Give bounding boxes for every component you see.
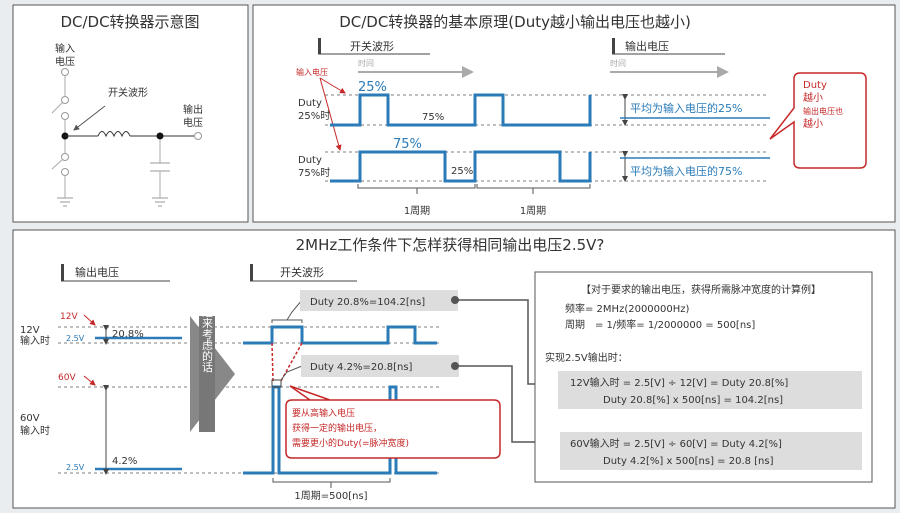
circuit-panel: DC/DC转换器示意图 输入 电压 [12,4,249,223]
input-voltage-label: 输入电压 [296,67,328,77]
12v-input-desc: 12V [20,325,40,336]
duty75-label-2: 75%时 [298,167,330,179]
60v-output-label: 2.5V [66,463,85,472]
section-switch-waveform: 开关波形 [350,39,394,53]
pulse-callout-line-3: 需要更小的Duty(=脉冲宽度) [292,437,409,449]
12v-input-desc-2: 输入时 [20,334,50,347]
12v-output-label: 2.5V [66,334,85,343]
60v-input-desc: 60V [20,413,40,424]
callout-line-1: Duty [803,80,827,91]
time-label-output: 时间 [610,58,626,68]
circuit-schematic [51,68,202,207]
section-output-voltage: 输出电压 [625,39,669,53]
calc-12v-line-2: Duty 20.8[%] x 500[ns] = 104.2[ns] [603,395,783,406]
waveform-duty25 [330,93,592,127]
60v-input-label: 60V [58,373,76,383]
60v-input-desc-2: 输入时 [20,424,50,437]
circuit-title: DC/DC转换器示意图 [60,13,199,31]
duty25-off: 75% [422,112,444,123]
duty-12v-text: Duty 20.8%=104.2[ns] [310,297,425,308]
principle-title: DC/DC转换器的基本原理(Duty越小输出电压也越小) [339,13,691,31]
duty-callout: Duty 越小 输出电压也 越小 [769,72,867,169]
avg75-text: 平均为输入电压的75% [630,164,742,178]
input-voltage-label: 输入 [55,42,75,55]
waveform-12v [243,325,437,345]
duty25-label: Duty [298,98,322,109]
section-output-voltage-2: 输出电压 [75,265,119,279]
duty-60v-box [301,355,459,377]
duty25-label-2: 25%时 [298,110,330,122]
section-switch-waveform-2: 开关波形 [280,265,324,279]
12v-input-label: 12V [60,312,78,322]
callout-line-4: 越小 [803,117,823,130]
period-label-2: 1周期 [520,205,546,217]
calc-12v-line-1: 12V输入时 = 2.5[V] ÷ 12[V] = Duty 20.8[%] [570,376,788,389]
calc-60v-line-1: 60V输入时 = 2.5[V] ÷ 60[V] = Duty 4.2[%] [570,437,782,450]
duty-60v-text: Duty 4.2%=20.8[ns] [310,362,413,373]
pulse-callout-line-2: 获得一定的输出电压， [292,422,382,434]
avg25-text: 平均为输入电压的25% [630,101,742,115]
calc-frequency: 频率= 2MHz(2000000Hz) [565,302,690,315]
callout-line-3: 输出电压也 [803,106,843,116]
reverse-arrow-text: 反过来考虑的话 [201,295,214,373]
2mhz-panel: 2MHz工作条件下怎样获得相同输出电压2.5V? 输出电压 开关波形 12V 1… [12,229,896,509]
switch-waveform-label: 开关波形 [108,86,148,99]
period-500ns-label: 1周期=500[ns] [294,490,367,502]
60v-duty: 4.2% [112,456,137,467]
switch-arrow-icon [73,105,106,131]
period-brackets [357,184,591,194]
output-voltage-label: 输出 [183,103,203,116]
calc-subtitle: 实现2.5V输出时： [545,351,628,364]
waveform-duty75 [330,150,592,183]
input-voltage-label-2: 电压 [55,55,75,68]
callout-line-2: 越小 [803,91,823,104]
calc-period: 周期 = 1/频率= 1/2000000 = 500[ns] [565,318,755,331]
calc-60v-line-2: Duty 4.2[%] x 500[ns] = 20.8 [ns] [603,456,774,467]
period-label-1: 1周期 [404,205,430,217]
duty25-on: 25% [358,80,387,95]
12v-duty: 20.8% [112,329,144,340]
input-arrow-1-icon [319,77,346,94]
duty-12v-box [300,290,458,311]
output-voltage-label-2: 电压 [183,116,203,129]
principle-panel: DC/DC转换器的基本原理(Duty越小输出电压也越小) 开关波形 输出电压 时… [252,4,896,223]
pulse-callout: 要从高输入电压 获得一定的输出电压， 需要更小的Duty(=脉冲宽度) [285,385,501,459]
calculation-box: 【对于要求的输出电压，获得所需脉冲宽度的计算例】 频率= 2MHz(200000… [534,271,873,483]
pulse-callout-line-1: 要从高输入电压 [292,407,355,419]
calc-title: 【对于要求的输出电压，获得所需脉冲宽度的计算例】 [581,283,821,296]
reverse-arrow: 反过来考虑的话 [190,295,235,432]
duty75-on: 75% [393,137,422,152]
input-arrow-2-icon [319,77,342,151]
2mhz-title: 2MHz工作条件下怎样获得相同输出电压2.5V? [296,236,605,254]
duty75-off: 25% [451,166,473,177]
duty75-label: Duty [298,155,322,166]
time-label: 时间 [358,58,374,68]
